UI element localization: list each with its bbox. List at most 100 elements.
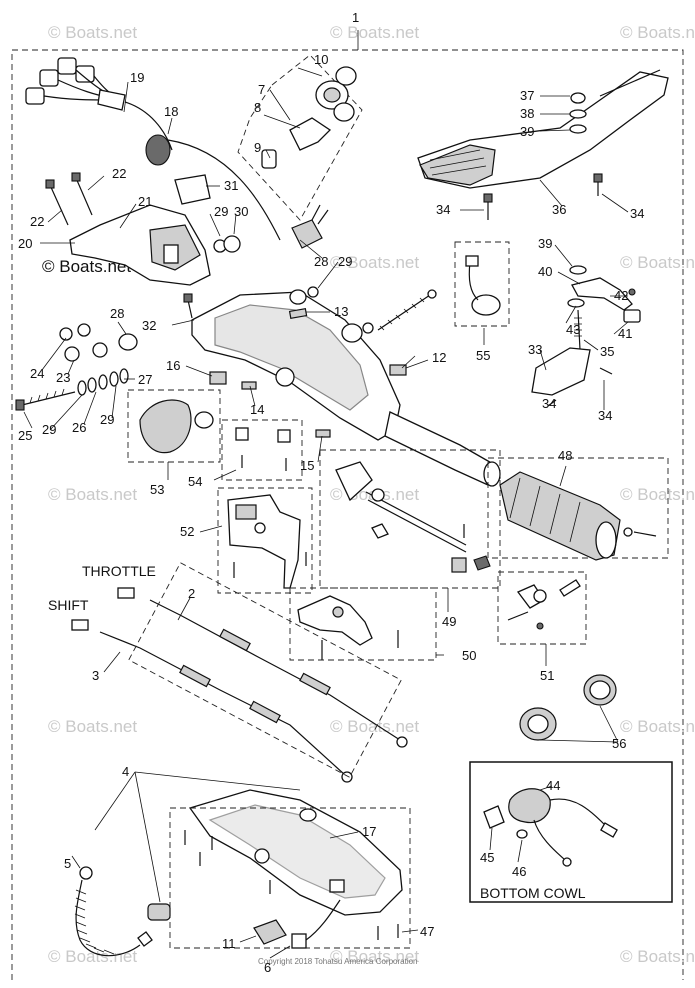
callout: 31	[224, 178, 238, 193]
callout: 14	[250, 402, 264, 417]
callout: 36	[552, 202, 566, 217]
lanyard	[74, 866, 153, 957]
callout: 32	[142, 318, 156, 333]
callout: 54	[188, 474, 202, 489]
callout: 19	[130, 70, 144, 85]
assembly-boundary	[11, 49, 684, 980]
group-7-box	[237, 54, 363, 221]
callout: 34	[542, 396, 556, 411]
callout: 38	[520, 106, 534, 121]
callout: 35	[600, 344, 614, 359]
callout: 28	[110, 306, 124, 321]
friction-plate	[417, 69, 669, 189]
callout: 39	[520, 124, 534, 139]
watermark: © Boats.net	[48, 717, 137, 736]
callout: 21	[138, 194, 152, 209]
copyright: Copyright 2018 Tohatsu America Corporati…	[258, 957, 418, 966]
callout: 46	[512, 864, 526, 879]
callout: 53	[150, 482, 164, 497]
callout: 39	[538, 236, 552, 251]
callout: 22	[112, 166, 126, 181]
callout: 24	[30, 366, 44, 381]
callout: 16	[166, 358, 180, 373]
bottom-cowl-label: BOTTOM COWL	[480, 885, 586, 901]
shift-label: SHIFT	[48, 597, 89, 613]
callout: 11	[222, 936, 236, 951]
bottom-cowl-box	[469, 761, 673, 903]
group-51-box	[497, 571, 587, 645]
group-52-box	[217, 487, 313, 594]
callout: 7	[258, 82, 265, 97]
watermark: © Boats.net	[48, 485, 137, 504]
callout: 18	[164, 104, 178, 119]
callout: 41	[618, 326, 632, 341]
callout: 12	[432, 350, 446, 365]
callouts: 1 2 3 4 5 6 7 8 9 10 11 12 13 14 15 16 1…	[18, 10, 644, 975]
watermark: © Boats.net	[620, 23, 695, 42]
callout: 56	[612, 736, 626, 751]
shift-cable	[71, 619, 353, 783]
watermark: © Boats.net	[48, 947, 137, 966]
switch-clip	[289, 117, 332, 151]
callout: 13	[334, 304, 348, 319]
shift-lever	[335, 461, 373, 502]
friction-lever	[571, 277, 633, 311]
throttle-label: THROTTLE	[82, 563, 156, 579]
callout: 29	[338, 254, 352, 269]
group-55-box	[454, 241, 510, 327]
callout: 27	[138, 372, 152, 387]
kill-switch	[253, 919, 287, 945]
watermark: © Boats.net	[620, 947, 695, 966]
bottom-cowl-switch	[508, 788, 551, 824]
watermark: © Boats.net	[620, 485, 695, 504]
group-50-box	[289, 587, 437, 661]
callout: 47	[420, 924, 434, 939]
group-53-box	[127, 389, 221, 463]
callout: 28	[314, 254, 328, 269]
watermark: © Boats.net	[48, 23, 137, 42]
tiller-handle	[191, 291, 501, 487]
callout: 23	[56, 370, 70, 385]
watermark: © Boats.net	[330, 253, 419, 272]
callout: 43	[566, 322, 580, 337]
group-47-box	[169, 807, 411, 949]
leader-lines	[23, 67, 629, 959]
callout: 1	[352, 10, 359, 25]
callout: 49	[442, 614, 456, 629]
callout: 44	[546, 778, 560, 793]
callout: 8	[254, 100, 261, 115]
callout: 29	[214, 204, 228, 219]
callout: 30	[234, 204, 248, 219]
callout: 34	[436, 202, 450, 217]
callout: 6	[264, 960, 271, 975]
callout: 34	[598, 408, 612, 423]
stop-bracket	[531, 347, 591, 396]
cable-box	[128, 562, 402, 778]
callout: 55	[476, 348, 490, 363]
group-54-box	[221, 419, 303, 481]
stop-switch-cap	[315, 66, 357, 122]
callout: 5	[64, 856, 71, 871]
callout: 10	[314, 52, 328, 67]
callout: 42	[614, 288, 628, 303]
callout: 29	[42, 422, 56, 437]
watermark: © Boats.net	[330, 23, 419, 42]
callout: 37	[520, 88, 534, 103]
callout: 4	[122, 764, 129, 779]
throttle-cable	[117, 587, 408, 748]
shift-linkage	[297, 595, 373, 646]
callout: 51	[540, 668, 554, 683]
watermark: © Boats.net	[330, 717, 419, 736]
callout: 20	[18, 236, 32, 251]
callout: 26	[72, 420, 86, 435]
callout: 40	[538, 264, 552, 279]
callout: 2	[188, 586, 195, 601]
callout: 17	[362, 824, 376, 839]
callout: 48	[558, 448, 572, 463]
callout: 34	[630, 206, 644, 221]
stop-switch	[291, 219, 323, 249]
wiring-harness	[25, 57, 173, 151]
group-48-box	[487, 457, 669, 559]
callout: 15	[300, 458, 314, 473]
callout: 25	[18, 428, 32, 443]
